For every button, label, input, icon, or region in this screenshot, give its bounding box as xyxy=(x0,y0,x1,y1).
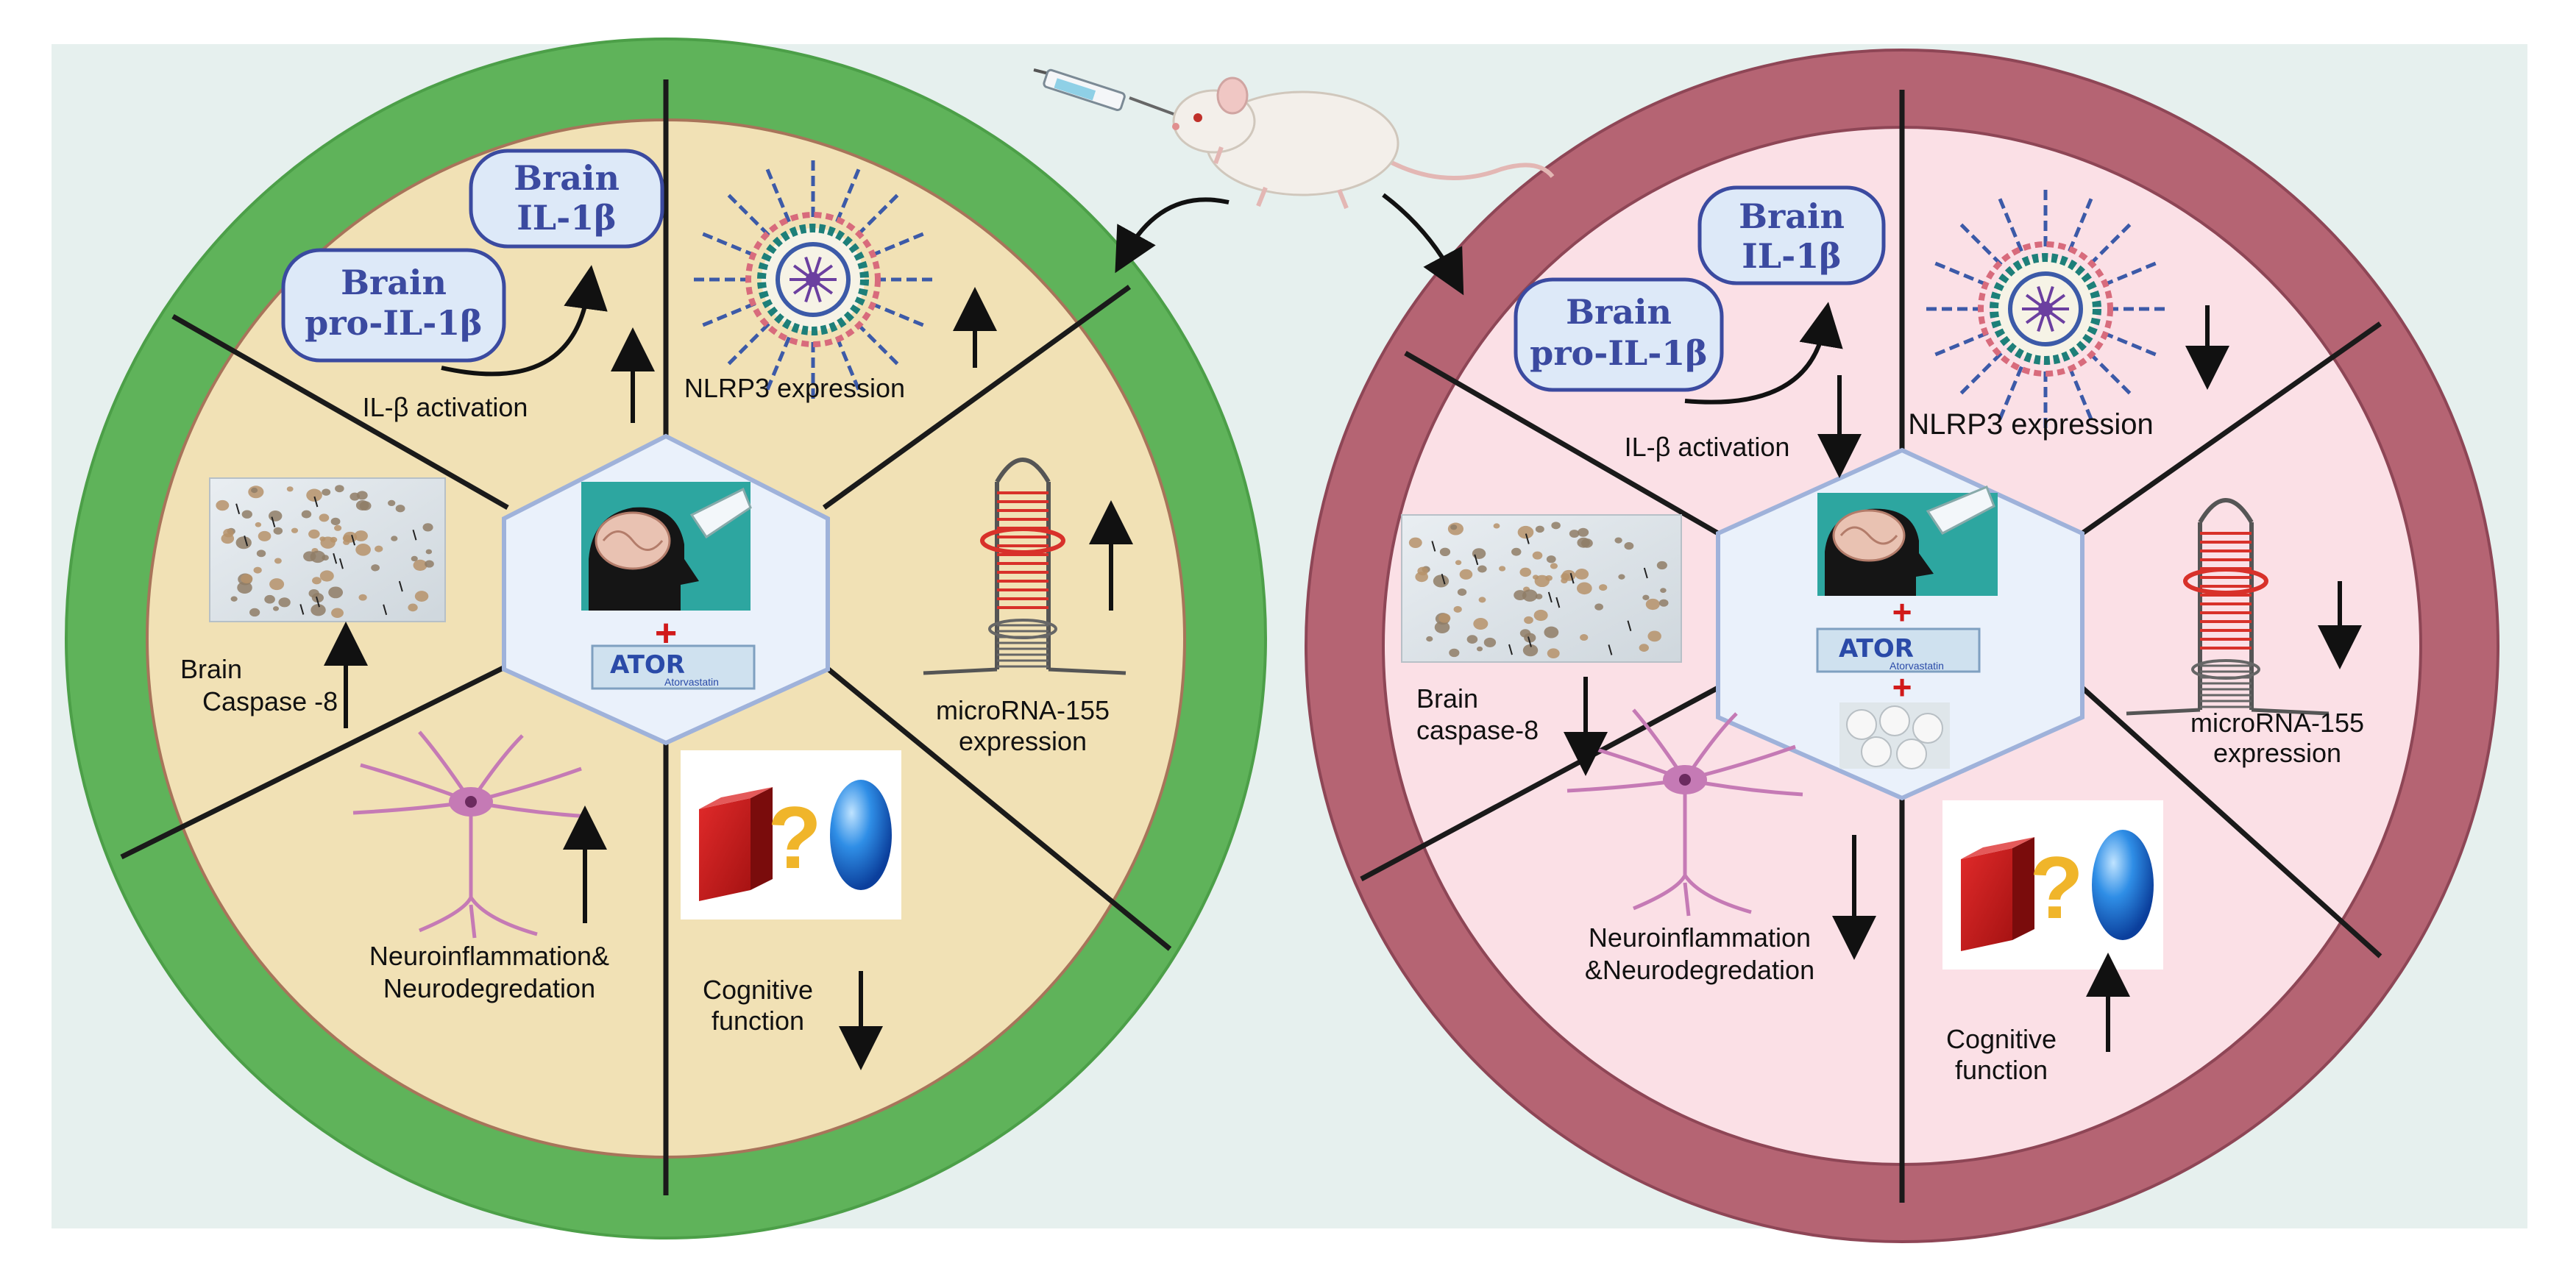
right-activation-curve-arrow xyxy=(1684,302,1843,405)
right-pro-il1b-box xyxy=(1514,277,1724,392)
right-caspase-sector: Brain caspase-8 xyxy=(1401,514,1682,776)
left-neuro-label-line2: Neurodegredation xyxy=(383,973,595,1003)
left-brain-alcohol-icon xyxy=(581,482,752,611)
svg-text:?: ? xyxy=(2029,839,2083,937)
left-dividers xyxy=(120,79,1172,1195)
left-cube-question-sphere-icon: ? xyxy=(681,750,901,919)
right-cognitive-label-line2: function xyxy=(1955,1055,2048,1085)
right-ator-box: ATOR Atorvastatin xyxy=(1816,627,1981,673)
right-nlrp3-sector: NLRP3 expression xyxy=(1908,188,2229,441)
left-circle: + ATOR Atorvastatin Brain pro-IL-1β Brai… xyxy=(65,38,1267,1239)
right-neuro-label-line1: Neuroinflammation xyxy=(1589,922,1811,953)
right-center-plus-2: + xyxy=(1892,668,1912,706)
mouse-to-right-arrow xyxy=(1382,193,1464,296)
left-mirna-label-line2: expression xyxy=(959,726,1087,756)
left-neuro-label-line1: Neuroinflammation& xyxy=(369,941,609,971)
right-ator-label: ATOR xyxy=(1839,634,1914,664)
left-pro-il1b-box xyxy=(281,248,506,363)
right-il1b-box xyxy=(1697,185,1886,285)
left-caspase-micrograph xyxy=(209,477,446,622)
left-il1b-box xyxy=(469,149,664,249)
left-pro-il1b-line1: Brain xyxy=(341,263,447,302)
left-caspase-label-line1: Brain xyxy=(180,654,242,684)
left-cognitive-label-line2: function xyxy=(712,1006,804,1036)
left-mirna-sector: microRNA-155 expression xyxy=(923,458,1133,756)
right-center-plus-1: + xyxy=(1892,593,1912,631)
right-caspase-micrograph xyxy=(1401,514,1682,663)
left-activation-curve-arrow xyxy=(441,265,608,377)
right-il1b-activation-label: IL-β activation xyxy=(1625,432,1790,462)
mouse-to-left-arrow xyxy=(1115,197,1230,274)
right-mirna-sector: microRNA-155 expression xyxy=(2126,498,2364,768)
right-cognitive-sector: ? Cognitive function xyxy=(1942,800,2163,1085)
left-il1b-line1: Brain xyxy=(514,158,620,198)
left-ator-box: ATOR Atorvastatin xyxy=(591,644,756,690)
right-pro-il1b-line2: pro-IL-1β xyxy=(1530,333,1708,373)
left-caspase-sector: Brain Caspase -8 xyxy=(180,477,446,728)
right-cube-question-sphere-icon: ? xyxy=(1942,800,2163,970)
right-caspase-label-line1: Brain xyxy=(1416,683,1478,714)
left-il1b-sector: Brain pro-IL-1β Brain IL-1β IL-β activat… xyxy=(281,149,664,423)
left-neuro-sector: Neuroinflammation& Neurodegredation xyxy=(352,730,609,1003)
left-nlrp3-icon xyxy=(692,158,934,401)
right-nlrp3-icon xyxy=(1924,188,2167,430)
left-caspase-label-line2: Caspase -8 xyxy=(202,686,338,716)
left-nlrp3-sector: NLRP3 expression xyxy=(684,158,997,403)
right-dividers xyxy=(1360,90,2382,1203)
left-nlrp3-label: NLRP3 expression xyxy=(684,373,905,403)
left-pro-il1b-line2: pro-IL-1β xyxy=(305,303,483,343)
left-mirna-hairpin-icon xyxy=(923,458,1126,675)
right-pro-il1b-line1: Brain xyxy=(1566,292,1672,332)
right-caspase-label-line2: caspase-8 xyxy=(1416,715,1539,745)
right-cognitive-label-line1: Cognitive xyxy=(1946,1024,2057,1054)
right-mirna-label-line1: microRNA-155 xyxy=(2190,708,2364,738)
left-mirna-label-line1: microRNA-155 xyxy=(936,695,1110,725)
right-pills-icon xyxy=(1839,702,1950,769)
right-il1b-sector: Brain pro-IL-1β Brain IL-1β IL-β activat… xyxy=(1514,185,1886,478)
right-il1b-line1: Brain xyxy=(1739,196,1845,236)
right-il1b-line2: IL-1β xyxy=(1742,236,1842,276)
mouse-icon xyxy=(1172,77,1555,210)
svg-text:?: ? xyxy=(767,789,821,887)
syringe-icon xyxy=(1033,68,1215,125)
right-mirna-hairpin-icon xyxy=(2126,498,2330,716)
right-mirna-label-line1b: expression xyxy=(2213,738,2341,768)
right-neuro-label-line2: &Neurodegredation xyxy=(1585,955,1814,985)
right-circle: + ATOR Atorvastatin + Brain pro-IL-1β Br… xyxy=(1305,49,2499,1243)
right-nlrp3-label: NLRP3 expression xyxy=(1908,408,2154,441)
left-ator-sublabel: Atorvastatin xyxy=(664,676,719,688)
left-il1b-activation-label: IL-β activation xyxy=(363,392,528,422)
left-cognitive-label-line1: Cognitive xyxy=(703,975,813,1005)
right-brain-alcohol-icon xyxy=(1817,485,1998,596)
left-ator-label: ATOR xyxy=(610,650,685,680)
left-cognitive-sector: ? Cognitive function xyxy=(681,750,901,1070)
left-il1b-line2: IL-1β xyxy=(517,198,617,238)
right-ator-sublabel: Atorvastatin xyxy=(1890,660,1944,672)
